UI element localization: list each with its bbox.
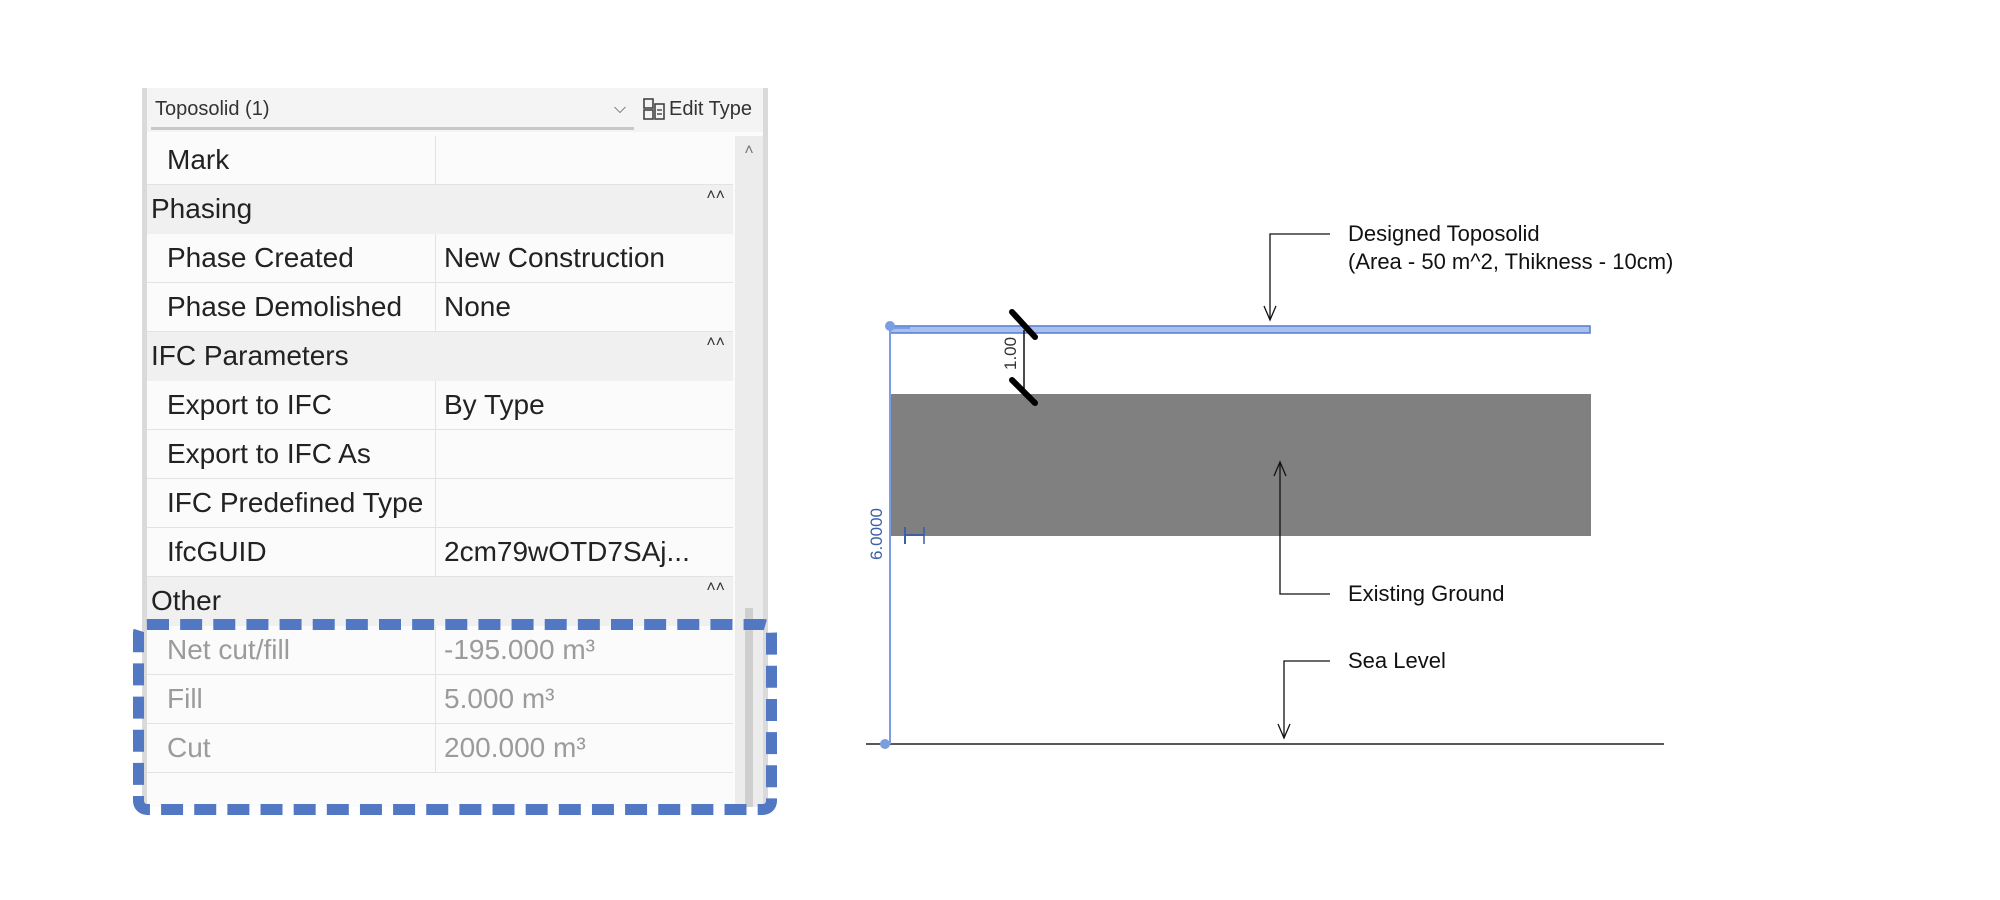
property-row-mark[interactable]: Mark [147, 136, 733, 185]
property-key: Phase Demolished [147, 283, 436, 331]
designed-toposolid-label: Designed Toposolid [1348, 221, 1540, 246]
group-header-other[interactable]: Other ˄˄ [147, 577, 733, 626]
existing-ground-block[interactable] [890, 394, 1591, 536]
designed-toposolid-slab[interactable] [889, 325, 1591, 334]
property-row-phase-created[interactable]: Phase Created New Construction [147, 234, 733, 283]
property-value[interactable] [436, 430, 704, 478]
group-header-phasing[interactable]: Phasing ˄˄ [147, 185, 733, 234]
property-value[interactable] [436, 479, 704, 527]
existing-leader-line [1279, 462, 1330, 595]
dimension-marker-icon [904, 527, 925, 544]
group-label: IFC Parameters [151, 340, 349, 371]
edit-type-button[interactable]: Edit Type [643, 88, 752, 130]
collapse-icon[interactable]: ˄˄ [706, 579, 725, 596]
properties-rows: Mark Phasing ˄˄ Phase Created New Constr… [147, 136, 733, 773]
property-key: Cut [147, 724, 436, 772]
property-row-phase-demolished[interactable]: Phase Demolished None [147, 283, 733, 332]
scroll-thumb[interactable] [745, 608, 753, 807]
existing-leader-arrow [1273, 460, 1287, 477]
designed-leader-line [1269, 233, 1330, 320]
property-key: Export to IFC As [147, 430, 436, 478]
property-row-ifcguid[interactable]: IfcGUID 2cm79wOTD7SAj... [147, 528, 733, 577]
gap-dimension-label[interactable]: 1.00 [1001, 337, 1020, 370]
property-key: Phase Created [147, 234, 436, 282]
property-row-cut: Cut 200.000 m³ [147, 724, 733, 773]
property-value: -195.000 m³ [444, 634, 595, 665]
type-selector-label: Toposolid (1) [155, 98, 270, 120]
property-key: Mark [147, 136, 436, 184]
existing-ground-label: Existing Ground [1348, 581, 1505, 606]
property-row-export-to-ifc-as[interactable]: Export to IFC As [147, 430, 733, 479]
properties-panel: Toposolid (1) ⌵ Edit Type Mark Phasing [142, 88, 768, 807]
property-row-fill: Fill 5.000 m³ [147, 675, 733, 724]
property-value[interactable]: None [444, 291, 511, 322]
group-header-ifc-parameters[interactable]: IFC Parameters ˄˄ [147, 332, 733, 381]
collapse-icon[interactable]: ˄˄ [706, 187, 725, 204]
toposolid-section-diagram: 6.0000 1.00 Designed Toposolid (Area - 5… [866, 221, 1673, 749]
vertical-scrollbar[interactable]: ˄ [735, 136, 763, 807]
sea-leader-arrow [1277, 723, 1291, 740]
property-value: 200.000 m³ [444, 732, 586, 763]
edit-type-icon [643, 98, 665, 120]
property-row-export-to-ifc[interactable]: Export to IFC By Type [147, 381, 733, 430]
gap-dimension-tick-top [1009, 309, 1038, 340]
panel-header: Toposolid (1) ⌵ Edit Type [147, 88, 763, 132]
group-label: Phasing [151, 193, 253, 224]
property-key: Fill [147, 675, 436, 723]
designed-leader-arrow [1263, 305, 1277, 322]
designed-toposolid-sublabel: (Area - 50 m^2, Thikness - 10cm) [1348, 249, 1673, 274]
sea-level-handle[interactable] [880, 739, 890, 749]
property-row-ifc-predefined-type[interactable]: IFC Predefined Type [147, 479, 733, 528]
property-key: Export to IFC [147, 381, 436, 429]
property-value[interactable]: New Construction [444, 242, 665, 273]
property-value[interactable] [436, 136, 704, 184]
property-key: IFC Predefined Type [147, 479, 436, 527]
scroll-up-icon[interactable]: ˄ [744, 142, 754, 159]
property-value: 5.000 m³ [444, 683, 555, 714]
group-label: Other [151, 585, 222, 616]
property-value[interactable]: 2cm79wOTD7SAj... [444, 536, 690, 567]
gap-dimension-tick-bottom [1009, 377, 1038, 406]
property-row-net-cut-fill: Net cut/fill -195.000 m³ [147, 626, 733, 675]
property-key: Net cut/fill [147, 626, 436, 674]
height-dimension-label[interactable]: 6.0000 [867, 508, 886, 560]
sea-leader-line [1283, 660, 1330, 738]
edit-type-label: Edit Type [669, 98, 753, 120]
collapse-icon[interactable]: ˄˄ [706, 334, 725, 351]
property-key: IfcGUID [147, 528, 436, 576]
sea-level-label: Sea Level [1348, 648, 1446, 673]
type-selector[interactable]: Toposolid (1) ⌵ [151, 88, 634, 130]
property-value[interactable]: By Type [444, 389, 545, 420]
chevron-down-icon[interactable]: ⌵ [613, 100, 626, 117]
